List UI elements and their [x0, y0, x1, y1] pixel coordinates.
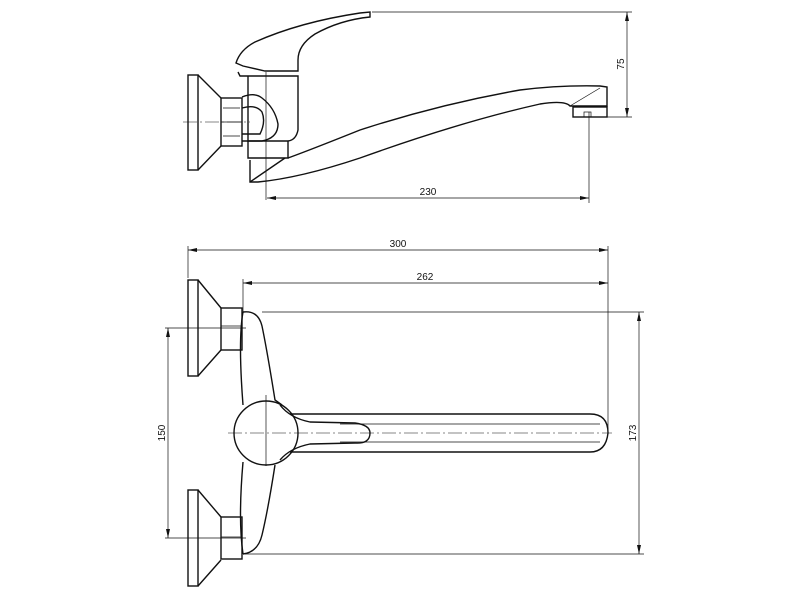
- side-view: 230 75: [183, 11, 632, 203]
- dimension-label-75: 75: [616, 58, 627, 70]
- dimension-label-173: 173: [628, 424, 639, 441]
- lever-handle-top: [279, 404, 371, 461]
- dimension-230: 230: [267, 112, 590, 203]
- wall-flange-side: [183, 74, 250, 171]
- spout-side: [249, 85, 608, 183]
- dimension-label-230: 230: [420, 187, 437, 198]
- dimension-300: 300: [187, 239, 609, 433]
- mixer-body-side: [237, 71, 299, 200]
- mixer-body-top: [228, 311, 612, 555]
- wall-flange-top-lower: [165, 489, 246, 587]
- dimension-173: 173: [245, 311, 644, 555]
- wall-flange-top-upper: [165, 279, 246, 377]
- dimension-label-300: 300: [390, 239, 407, 250]
- top-view: 300 262 150 173: [157, 239, 644, 587]
- dimension-label-262: 262: [417, 272, 434, 283]
- dimension-150: 150: [157, 328, 170, 538]
- dimension-262: 262: [242, 272, 608, 312]
- dimension-label-150: 150: [157, 424, 168, 441]
- dimension-75: 75: [372, 11, 632, 118]
- lever-handle-side: [235, 11, 371, 72]
